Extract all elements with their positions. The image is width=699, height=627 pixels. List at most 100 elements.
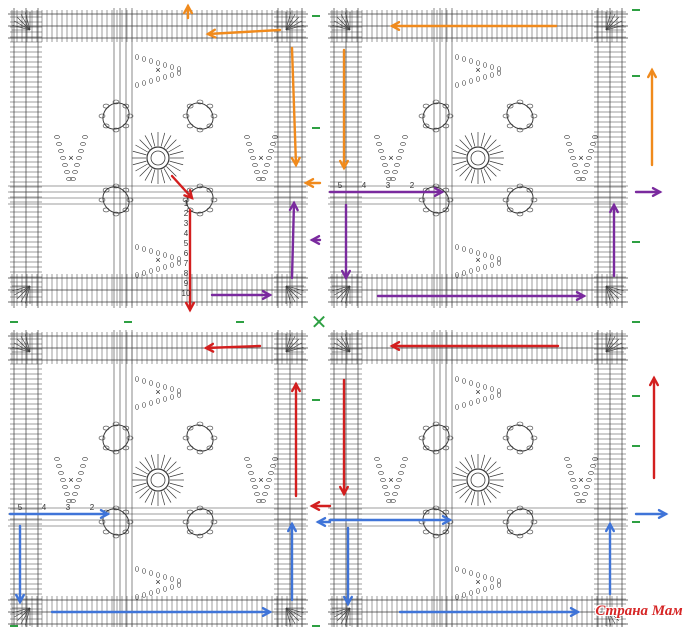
chain-stitch bbox=[268, 149, 274, 153]
chain-stitch bbox=[163, 62, 167, 68]
chain-stitch bbox=[476, 76, 480, 82]
fan-stitch bbox=[285, 334, 291, 353]
chain-stitch bbox=[476, 60, 480, 66]
row-number: 2 bbox=[184, 209, 189, 218]
chain-stitch bbox=[66, 499, 72, 503]
fan-stitch bbox=[17, 285, 31, 299]
chain-stitch bbox=[102, 207, 110, 213]
center-ring bbox=[466, 468, 490, 492]
purple-arrow-head bbox=[288, 200, 299, 212]
chain-stitch bbox=[78, 471, 84, 475]
chain-stitch bbox=[516, 505, 524, 511]
fan-stitch bbox=[285, 336, 296, 353]
row-number: 3 bbox=[66, 503, 71, 512]
chain-stitch bbox=[270, 142, 276, 146]
chain-stitch bbox=[497, 256, 501, 262]
chain-stitch bbox=[72, 170, 78, 174]
fan-stitch bbox=[334, 285, 351, 296]
petal-stitch bbox=[163, 135, 172, 148]
fan-stitch bbox=[285, 347, 304, 353]
chain-stitch bbox=[112, 505, 120, 511]
chain-stitch bbox=[102, 103, 110, 109]
chain-stitch bbox=[206, 123, 214, 129]
fan-stitch bbox=[20, 14, 31, 31]
chain-stitch bbox=[268, 471, 274, 475]
chain-stitch bbox=[469, 590, 473, 596]
chain-stitch bbox=[177, 392, 181, 398]
chain-stitch bbox=[469, 400, 473, 406]
petal-stitch bbox=[483, 457, 492, 470]
red-arrow-head bbox=[184, 301, 196, 313]
chain-stitch bbox=[442, 123, 450, 129]
fan-stitch bbox=[285, 285, 302, 296]
fan-stitch bbox=[14, 285, 31, 296]
chain-stitch bbox=[432, 533, 440, 539]
petal-stitch bbox=[132, 482, 147, 488]
chain-stitch bbox=[252, 163, 258, 167]
petal-stitch bbox=[169, 472, 184, 478]
fan-stitch bbox=[605, 285, 619, 299]
chain-stitch bbox=[490, 72, 494, 78]
petal-loop bbox=[186, 424, 214, 452]
petal-stitch bbox=[486, 139, 497, 150]
petal-loop bbox=[422, 424, 450, 452]
chain-stitch bbox=[76, 478, 82, 482]
chain-stitch bbox=[497, 260, 501, 266]
chain-stitch bbox=[177, 66, 181, 72]
fan-stitch bbox=[285, 12, 291, 31]
chain-stitch bbox=[74, 163, 80, 167]
chain-stitch bbox=[102, 445, 110, 451]
center-ring-inner bbox=[150, 150, 166, 166]
chain-stitch bbox=[490, 394, 494, 400]
chain-stitch bbox=[570, 156, 576, 160]
motif-top-right: ×××× bbox=[328, 8, 628, 308]
chain-stitch bbox=[394, 163, 400, 167]
fan-stitch bbox=[605, 334, 611, 353]
fan-stitch bbox=[285, 285, 304, 291]
fan-stitch bbox=[20, 607, 31, 624]
chain-stitch bbox=[78, 149, 84, 153]
motif-layer: ×××××××××××××××× bbox=[8, 8, 628, 627]
chain-stitch bbox=[149, 400, 153, 406]
chain-stitch bbox=[186, 445, 194, 451]
chain-stitch bbox=[462, 56, 466, 62]
red-arrow-head bbox=[290, 381, 302, 393]
fan-stitch bbox=[285, 339, 299, 353]
fan-stitch bbox=[285, 607, 302, 618]
chain-stitch bbox=[483, 384, 487, 390]
chain-stitch bbox=[390, 177, 396, 181]
chain-stitch bbox=[156, 60, 160, 66]
chain-stitch bbox=[570, 478, 576, 482]
fan-stitch bbox=[20, 336, 31, 353]
chain-stitch bbox=[186, 529, 194, 535]
chain-stitch bbox=[82, 457, 88, 461]
chain-stitch bbox=[374, 457, 380, 461]
chain-stitch bbox=[526, 207, 534, 213]
chain-stitch bbox=[266, 478, 272, 482]
chain-stitch bbox=[572, 163, 578, 167]
chain-stitch bbox=[142, 592, 146, 598]
chain-stitch bbox=[432, 99, 440, 105]
petal-stitch bbox=[169, 150, 184, 156]
petal-loop bbox=[102, 102, 130, 130]
chain-stitch bbox=[122, 103, 130, 109]
chain-stitch bbox=[149, 380, 153, 386]
fan-stitch bbox=[605, 285, 622, 296]
chain-stitch bbox=[483, 74, 487, 80]
chain-stitch bbox=[516, 183, 524, 189]
small-cross-mark: × bbox=[155, 65, 160, 75]
chain-stitch bbox=[564, 457, 570, 461]
blue-arrow-head bbox=[441, 514, 453, 526]
chain-stitch bbox=[469, 58, 473, 64]
chain-stitch bbox=[112, 211, 120, 217]
fan-stitch bbox=[605, 607, 616, 624]
petal-stitch bbox=[455, 144, 468, 153]
chain-stitch bbox=[516, 421, 524, 427]
chain-stitch bbox=[469, 248, 473, 254]
petal-stitch bbox=[483, 490, 492, 503]
fan-stitch bbox=[605, 347, 624, 353]
chain-stitch bbox=[455, 404, 459, 410]
petal-stitch bbox=[488, 485, 501, 494]
chain-stitch bbox=[422, 509, 430, 515]
row-number: 2 bbox=[90, 503, 95, 512]
